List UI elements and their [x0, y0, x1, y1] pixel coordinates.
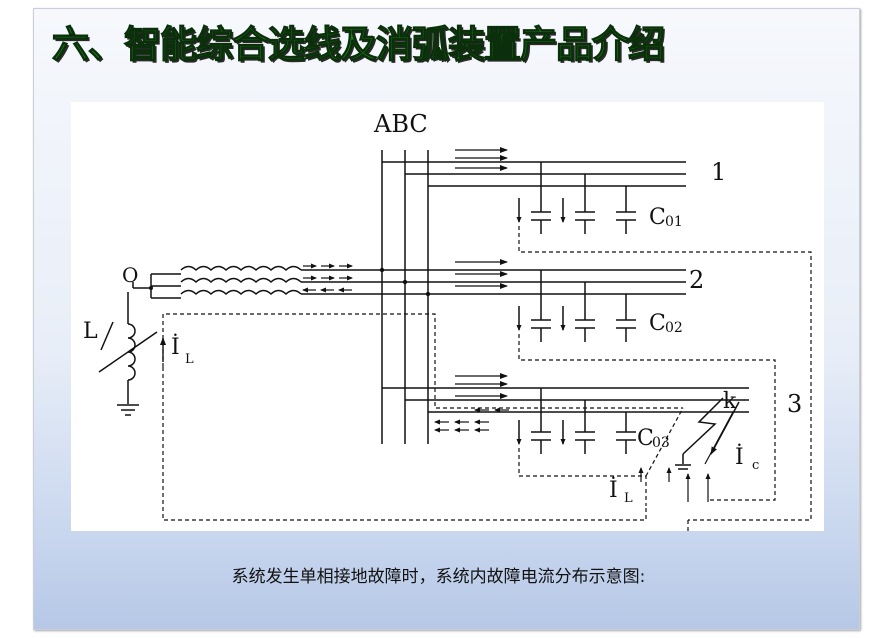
- source-feeders: [132, 265, 428, 299]
- circuit-diagram: ABC O: [71, 102, 824, 531]
- source-current-arrows: [302, 263, 353, 293]
- fault-return-arrows: [474, 407, 711, 502]
- feeder-2-cap-label: C: [649, 311, 666, 336]
- feeder-2-number: 2: [689, 266, 704, 294]
- feeder-2: [382, 259, 776, 501]
- fault-label: k: [723, 389, 737, 414]
- figure-caption: 系统发生单相接地故障时，系统内故障电流分布示意图:: [231, 567, 646, 587]
- fault-current-c-label: İ: [735, 443, 744, 470]
- bus-label: ABC: [373, 110, 428, 138]
- feeder-3-cap-label: C: [637, 426, 654, 451]
- inductor-current-sub: L: [185, 352, 194, 367]
- slide-title: 六、智能综合选线及消弧装置产品介绍: [51, 22, 665, 66]
- inductor-current-label: İ: [171, 333, 180, 360]
- feeder-1-cap-label: C: [649, 205, 666, 230]
- inductor-current-path: [162, 313, 689, 531]
- feeder-2-cap-sub: 02: [665, 320, 683, 336]
- inductor-label: L: [83, 319, 98, 344]
- feeder-3: [382, 373, 749, 506]
- arc-suppression-coil: [98, 292, 158, 416]
- feeder-1-number: 1: [711, 158, 726, 186]
- return-current-arrows: [434, 419, 489, 433]
- feeder-1-cap-sub: 01: [665, 214, 683, 230]
- feeder-1: [382, 147, 812, 521]
- neutral-label: O: [122, 263, 138, 287]
- feeder-3-cap-sub: 03: [652, 435, 670, 451]
- feeder-3-number: 3: [787, 390, 802, 418]
- fault-current-l-label: İ: [609, 476, 618, 503]
- fault-current-l-sub: L: [624, 491, 633, 506]
- fault-current-c-sub: c: [752, 458, 759, 473]
- busbars: [381, 150, 429, 444]
- fault-point: [675, 397, 740, 470]
